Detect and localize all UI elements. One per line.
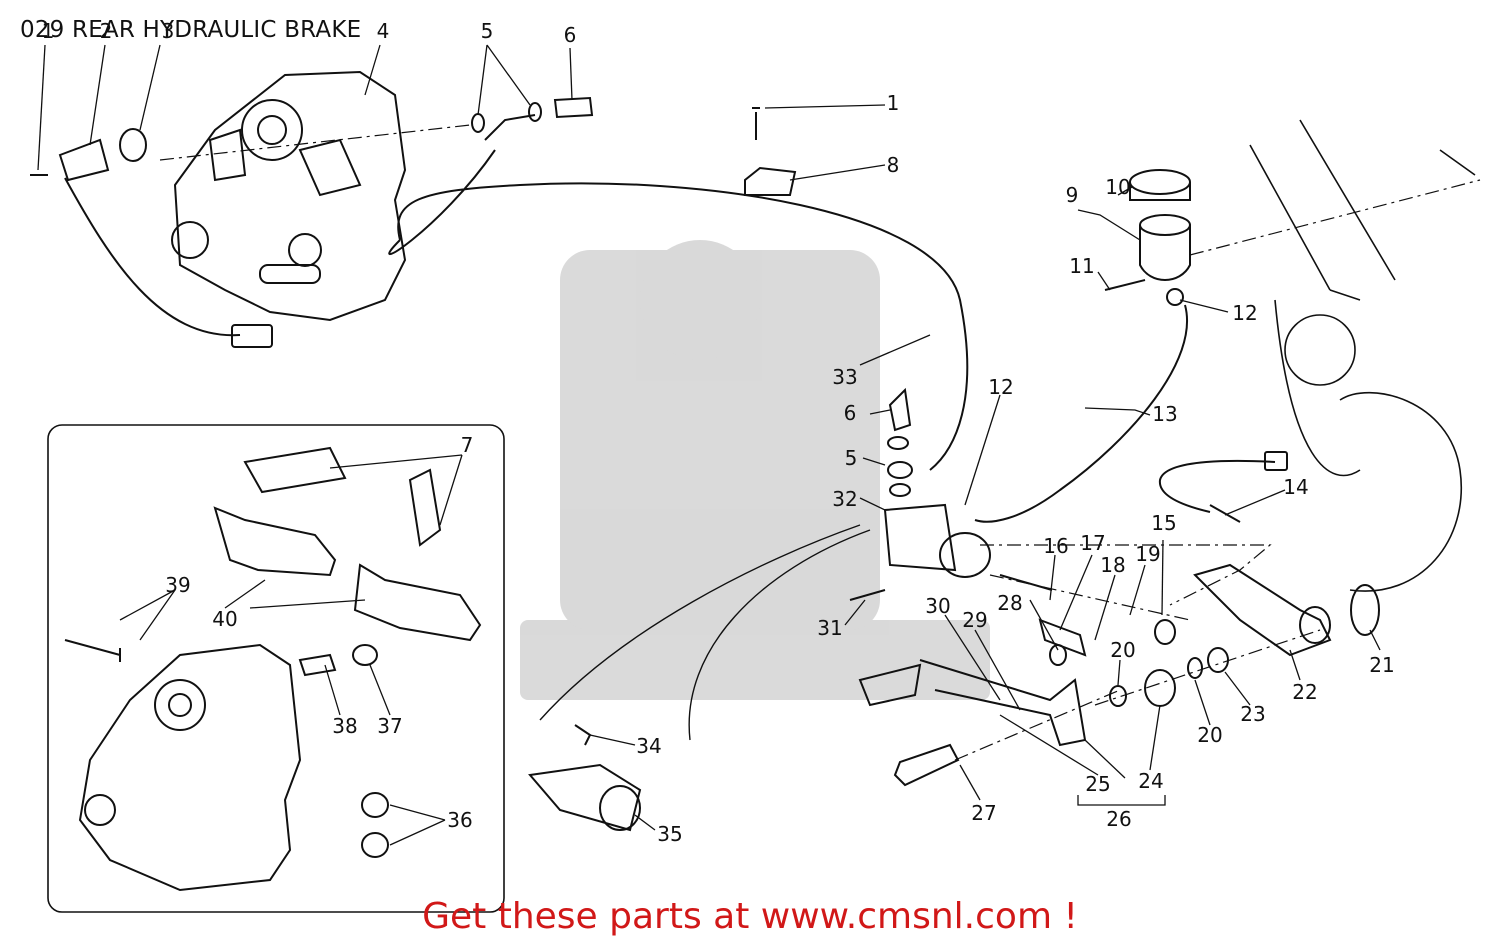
callout-9: 9 — [1066, 183, 1079, 207]
inset-frame — [47, 424, 505, 913]
leader-lines — [37, 44, 1381, 846]
callout-15: 15 — [1151, 511, 1176, 535]
rear-brake-caliper — [171, 70, 407, 322]
callout-8: 8 — [887, 153, 900, 177]
callout-18: 18 — [1100, 553, 1125, 577]
footer-link[interactable]: Get these parts at www.cmsnl.com ! — [422, 896, 1078, 937]
master-cylinder — [883, 387, 991, 578]
page-title: 029 REAR HYDRAULIC BRAKE — [20, 17, 362, 43]
callout-12: 12 — [1232, 301, 1257, 325]
callout-25: 25 — [1085, 772, 1110, 796]
callout-32: 32 — [832, 487, 857, 511]
callout-21: 21 — [1369, 653, 1394, 677]
brake-pad — [213, 506, 337, 577]
callout-30: 30 — [925, 594, 950, 618]
fluid-reservoir — [1104, 169, 1191, 306]
callout-13: 13 — [1152, 402, 1177, 426]
frame-outline — [1249, 119, 1476, 592]
reservoir-hose — [974, 304, 1188, 523]
callout-1: 1 — [42, 19, 55, 43]
callout-2: 2 — [100, 19, 113, 43]
brake-pad-2 — [353, 563, 482, 642]
callout-1: 1 — [887, 91, 900, 115]
callout-39: 39 — [165, 573, 190, 597]
callout-23: 23 — [1240, 702, 1265, 726]
alignment-lines — [159, 124, 1481, 761]
callout-34: 34 — [636, 734, 661, 758]
callout-27: 27 — [971, 801, 996, 825]
callout-5: 5 — [481, 19, 494, 43]
callout-33: 33 — [832, 365, 857, 389]
callout-31: 31 — [817, 616, 842, 640]
callout-11: 11 — [1069, 254, 1094, 278]
callout-35: 35 — [657, 822, 682, 846]
callout-5: 5 — [845, 446, 858, 470]
brake-hose — [388, 149, 969, 471]
callout-38: 38 — [332, 714, 357, 738]
callout-6: 6 — [844, 401, 857, 425]
callout-24: 24 — [1138, 769, 1163, 793]
callout-12: 12 — [988, 375, 1013, 399]
callout-16: 16 — [1043, 534, 1068, 558]
callout-40: 40 — [212, 607, 237, 631]
callout-26: 26 — [1106, 807, 1131, 831]
callout-7: 7 — [461, 433, 474, 457]
callout-22: 22 — [1292, 680, 1317, 704]
callout-10: 10 — [1105, 175, 1130, 199]
callout-19: 19 — [1135, 542, 1160, 566]
pivot-plate — [1193, 563, 1380, 657]
abs-sensor — [30, 128, 273, 348]
callout-20: 20 — [1197, 723, 1222, 747]
callout-4: 4 — [377, 19, 390, 43]
callout-17: 17 — [1080, 531, 1105, 555]
callout-36: 36 — [447, 808, 472, 832]
callout-14: 14 — [1283, 475, 1308, 499]
callout-20: 20 — [1110, 638, 1135, 662]
watermark-logo — [520, 240, 990, 700]
callout-37: 37 — [377, 714, 402, 738]
callout-6: 6 — [564, 23, 577, 47]
callout-3: 3 — [162, 19, 175, 43]
callout-28: 28 — [997, 591, 1022, 615]
callout-29: 29 — [962, 608, 987, 632]
